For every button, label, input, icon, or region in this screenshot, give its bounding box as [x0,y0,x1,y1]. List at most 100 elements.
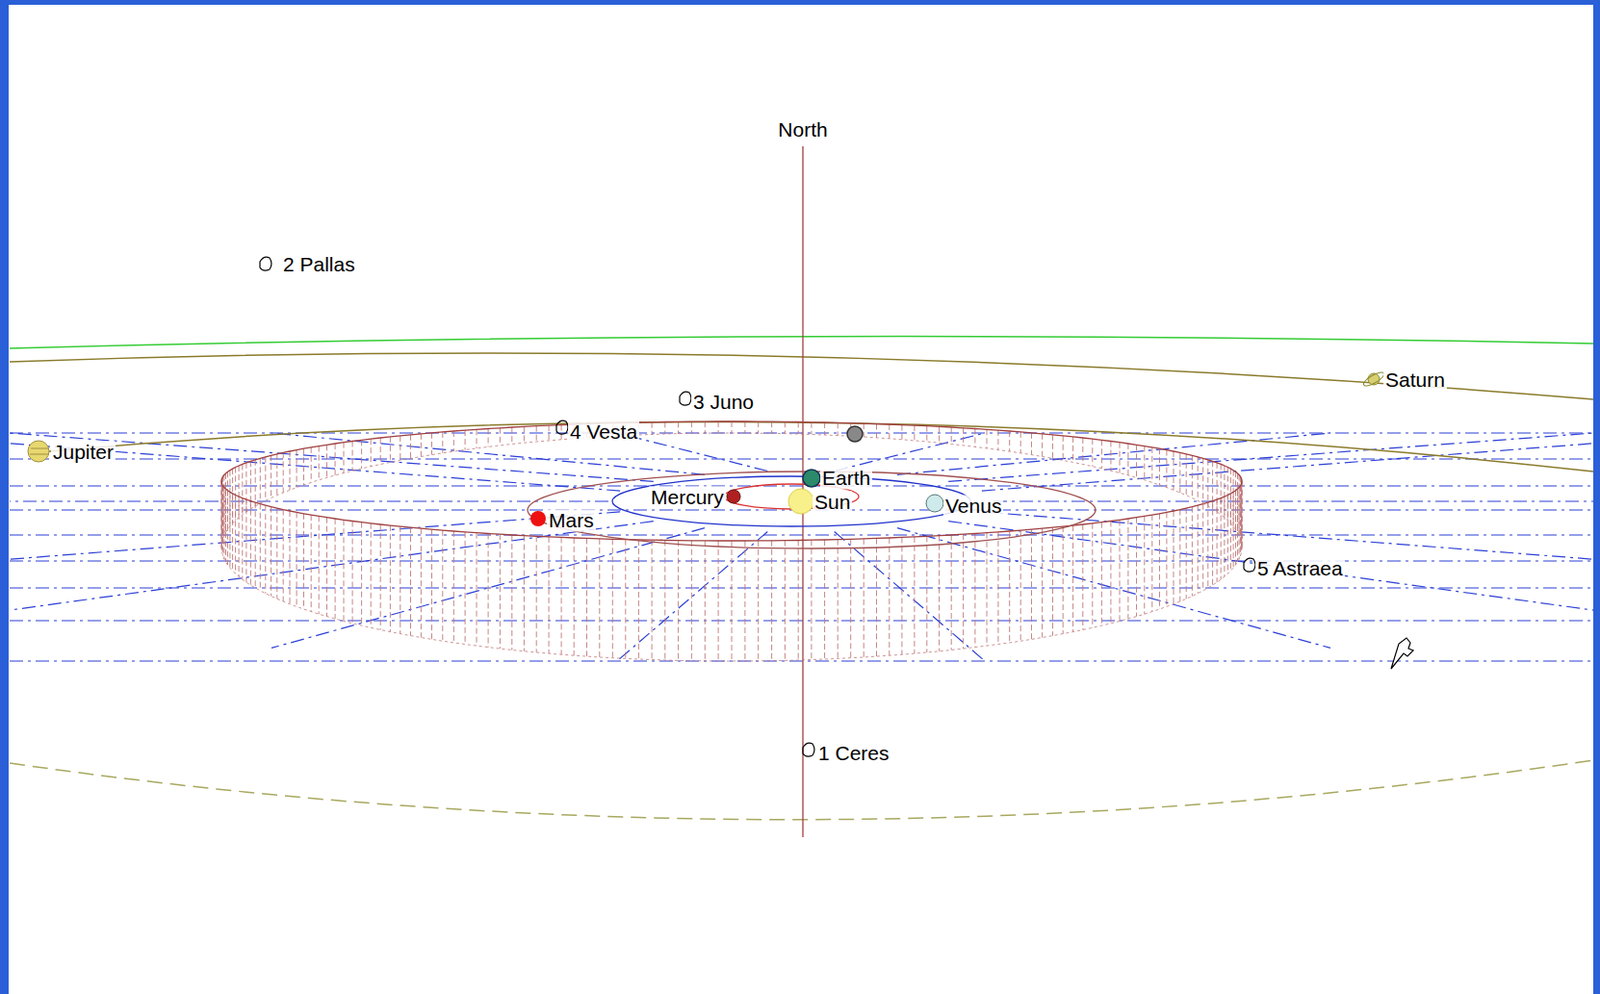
ribbon-stroke [1109,441,1111,472]
ribbon-stroke [901,425,903,440]
ribbon-stroke [798,541,800,662]
body-label: Sun [812,490,852,514]
ribbon-stroke [837,422,839,436]
ribbon-stroke [488,534,490,648]
ribbon-stroke [1143,446,1145,481]
ribbon-stroke [264,505,266,594]
ribbon-stroke [638,540,640,660]
ribbon-stroke [1233,491,1235,568]
ribbon-edge [221,421,1242,542]
saturn-symbol [1362,370,1387,389]
ribbon-stroke [229,470,231,527]
body-label: Earth [820,466,873,490]
ribbon-stroke [926,536,928,653]
ribbon-stroke [926,426,928,442]
ribbon-stroke [410,435,412,460]
ribbon-stroke [1091,438,1093,467]
ribbon-stroke [1127,518,1129,620]
ribbon-stroke [255,460,257,507]
ribbon-stroke [986,533,988,646]
ribbon-stroke [718,421,720,434]
ribbon-stroke [431,433,433,456]
body-label: Jupiter [51,440,116,464]
ribbon-stroke [548,537,550,654]
ribbon-stroke [863,423,865,438]
ribbon-stroke [938,426,940,443]
ribbon-stroke [1008,531,1010,644]
ribbon-stroke [431,529,433,640]
ribbon-stroke [410,527,412,636]
ecliptic-grid [9,433,1594,662]
axis-label: North [775,118,829,141]
ribbon-stroke [511,535,513,651]
ribbon-stroke [1020,432,1022,454]
ribbon-stroke [651,422,653,436]
ribbon-stroke [561,425,563,440]
ribbon-stroke [499,428,501,446]
grid-line [9,587,1594,589]
ribbon-stroke [221,478,223,542]
ribbon-edge [221,433,1242,662]
grid-line [9,458,1594,460]
ribbon-stroke [997,430,999,450]
ribbon-stroke [1241,481,1243,548]
ribbon-stroke [476,429,478,449]
ribbon-stroke [399,436,401,462]
ribbon-stroke [335,443,336,476]
ribbon-stroke [225,473,227,533]
jupiter-orbit [38,421,1594,472]
venus-symbol [926,494,944,513]
ribbon-stroke [771,421,773,434]
ribbon-stroke [289,511,291,605]
ribbon-stroke [1082,524,1084,631]
ribbon-stroke [962,428,964,446]
ribbon-stroke [352,521,354,624]
ribbon-stroke [1101,439,1103,469]
ribbon-stroke [255,502,257,589]
ribbon-stroke [1233,470,1235,527]
ribbon-stroke [289,451,291,491]
ribbon-stroke [318,446,320,481]
body-label: Saturn [1383,368,1447,391]
ribbon-stroke [276,508,278,599]
body-label: 5 Astraea [1255,557,1345,580]
ribbon-stroke [1207,502,1209,589]
ribbon-stroke [296,450,298,489]
ribbon-stroke [1062,526,1064,635]
ribbon-stroke [241,464,243,515]
ribbon-stroke [399,526,401,635]
asteroid-symbol [259,257,1256,757]
sun-symbol [788,489,814,515]
ribbon-stroke [283,510,284,602]
grid-line [9,485,1594,487]
ribbon-stroke [380,524,382,631]
ribbon-stroke [1135,444,1137,478]
grid-line [897,433,1331,475]
ribbon-stroke [901,537,903,655]
ribbon-stroke [1186,508,1188,599]
ribbon-stroke [573,538,575,656]
body-label: Mars [546,509,596,532]
grid-line [9,560,1594,562]
ribbon-stroke [1041,528,1043,638]
ribbon-stroke [523,426,525,443]
ribbon-stroke [380,438,382,465]
ribbon-stroke [1101,522,1103,626]
ribbon-stroke [888,538,890,656]
ribbon-stroke [1216,499,1218,583]
moon-symbol [847,426,863,442]
ribbon-stroke [232,468,233,524]
ribbon-stroke [757,421,759,434]
grid-line [617,433,768,472]
ribbon-stroke [499,534,501,649]
ribbon-stroke [1227,467,1229,521]
ribbon-stroke [523,536,525,652]
ribbon-stroke [1082,438,1084,465]
ribbon-stroke [343,519,345,621]
ribbon-stroke [784,541,786,662]
mars-symbol [530,511,546,527]
ribbon-stroke [536,536,538,653]
ribbon-stroke [824,422,826,436]
orbit [9,336,1594,349]
